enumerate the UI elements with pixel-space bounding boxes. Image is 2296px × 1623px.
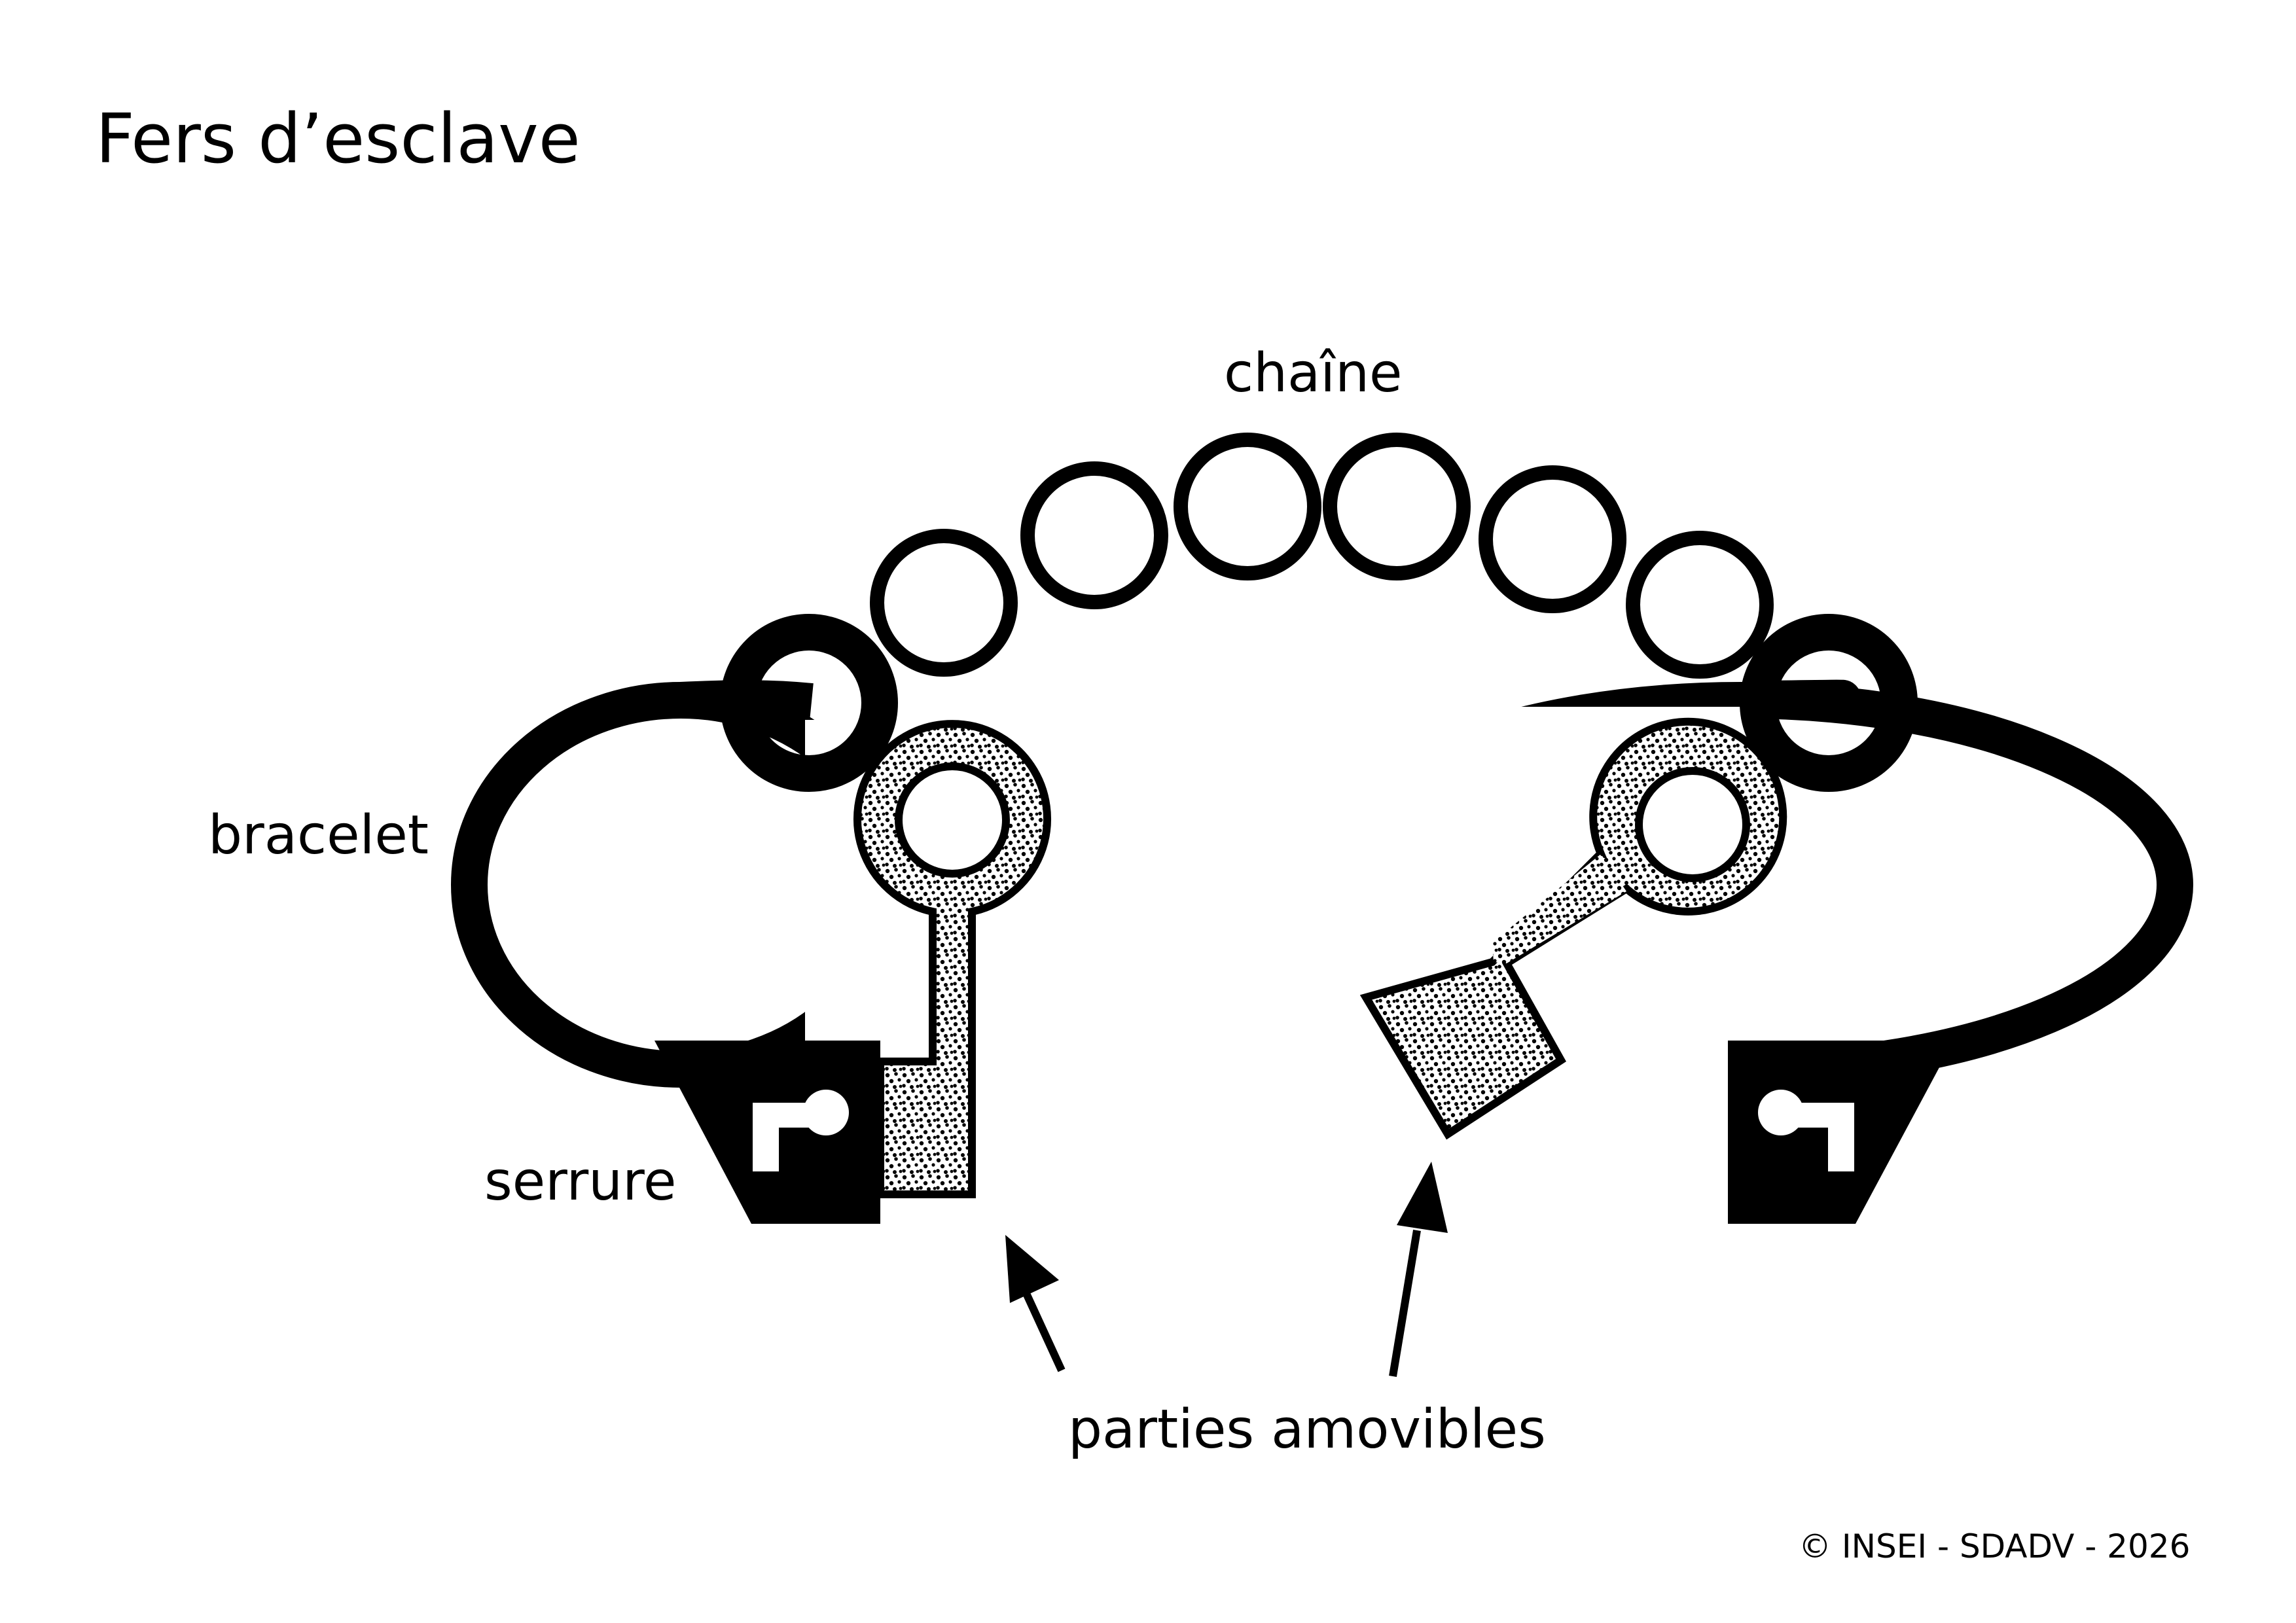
chain-link	[1479, 465, 1626, 613]
left-pin-eye	[895, 762, 1010, 878]
arrow-to-left-pin	[1005, 1235, 1066, 1372]
chain-link	[1020, 461, 1168, 609]
page-title: Fers d’esclave	[96, 99, 581, 179]
chain-link	[1323, 433, 1471, 580]
right-key-eye	[1635, 767, 1750, 882]
removable-parts-label: parties amovibles	[1068, 1399, 1546, 1461]
copyright-notice: © INSEI - SDADV - 2026	[1799, 1527, 2191, 1565]
right-lock-keyhole	[1758, 1090, 1804, 1135]
right-bracelet-end-ring	[1740, 614, 1918, 792]
arrow-shaft	[1389, 1230, 1421, 1377]
lock-label: serrure	[484, 1150, 677, 1213]
arrow-shaft	[1021, 1289, 1066, 1372]
chain-link	[870, 529, 1018, 677]
right-bracelet-upper-end	[1740, 679, 1861, 719]
arrow-head	[1397, 1162, 1448, 1233]
right-lock	[1728, 1041, 1954, 1224]
arrow-head	[1005, 1235, 1059, 1303]
chain-label: chaîne	[1224, 342, 1403, 404]
chain-link	[1174, 433, 1321, 580]
left-bracelet-end-ring	[720, 614, 898, 792]
chain-link	[1626, 531, 1774, 679]
chain	[870, 433, 1774, 679]
right-key-shaft	[1492, 854, 1626, 963]
right-removable-key	[1359, 717, 1787, 1140]
left-lock	[655, 1041, 880, 1224]
left-removable-pin	[853, 720, 1051, 1198]
bracelet-label: bracelet	[208, 804, 429, 866]
left-lock-keyhole	[803, 1090, 849, 1135]
arrow-to-right-key	[1389, 1162, 1448, 1377]
